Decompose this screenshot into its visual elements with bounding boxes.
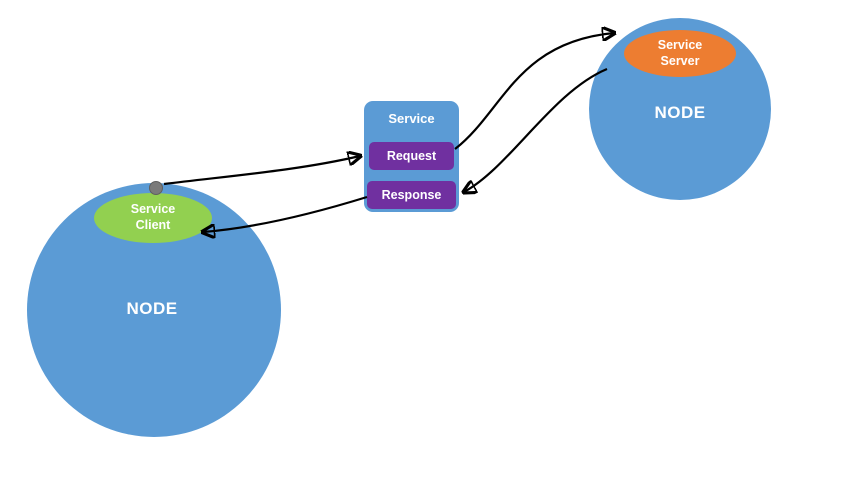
response-label: Response	[381, 188, 442, 202]
right-node-label: NODE	[654, 103, 706, 122]
left-node-label: NODE	[126, 299, 178, 318]
service-server-ellipse: Service Server	[624, 30, 736, 77]
service-server-label: Service Server	[657, 37, 703, 68]
connection-dot	[149, 181, 163, 195]
request-label: Request	[386, 149, 437, 163]
service-box-title: Service	[388, 111, 435, 126]
arrow-client-to-request	[163, 156, 360, 186]
service-client-label: Service Client	[130, 202, 176, 232]
arrow-server-to-response	[464, 67, 608, 192]
response-box: Response	[367, 181, 456, 209]
service-client-ellipse: Service Client	[94, 193, 212, 243]
request-box: Request	[369, 142, 454, 170]
